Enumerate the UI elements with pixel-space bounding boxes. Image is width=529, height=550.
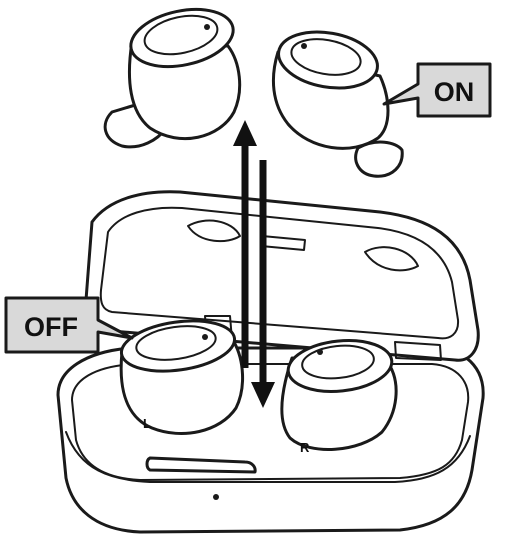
- case-lid-inner: [99, 206, 460, 340]
- earbud-right-face: [286, 339, 394, 393]
- earbud-removed-right: [271, 30, 404, 178]
- left-side-mark: L: [143, 416, 151, 431]
- right-side-mark: R: [300, 440, 310, 455]
- on-callout: ON: [382, 62, 492, 118]
- motion-arrows: [233, 120, 275, 408]
- case-front-lip: [65, 431, 471, 483]
- case-indicator-dot: [213, 494, 219, 500]
- removed-right-led: [301, 43, 307, 49]
- on-label: ON: [434, 77, 475, 107]
- earbud-right-touch-ring: [301, 344, 375, 380]
- on-callout-tag: [382, 62, 492, 118]
- earbud-in-case-left: L: [119, 319, 245, 436]
- case-latch: [145, 456, 257, 474]
- removed-right-touch-ring: [290, 38, 362, 76]
- earbud-left-touch-ring: [135, 325, 217, 361]
- removed-right-eartip: [354, 140, 404, 178]
- case-lid: [84, 190, 480, 362]
- off-label: OFF: [24, 312, 78, 342]
- removed-left-touch-ring: [143, 14, 219, 56]
- removed-left-led: [204, 24, 210, 30]
- earbud-in-case-right: R: [280, 339, 398, 455]
- arrow-down-head: [251, 382, 275, 408]
- lid-cavity-left: [187, 219, 241, 243]
- earbud-left-led: [202, 334, 208, 340]
- off-callout: OFF: [4, 296, 134, 354]
- lid-hinge-right: [394, 341, 442, 361]
- arrow-up-head: [233, 120, 257, 146]
- lid-cavity-right: [364, 246, 419, 272]
- earbud-right-led: [317, 349, 323, 355]
- earbud-removed-left: [103, 7, 242, 149]
- off-callout-tag: [4, 296, 134, 354]
